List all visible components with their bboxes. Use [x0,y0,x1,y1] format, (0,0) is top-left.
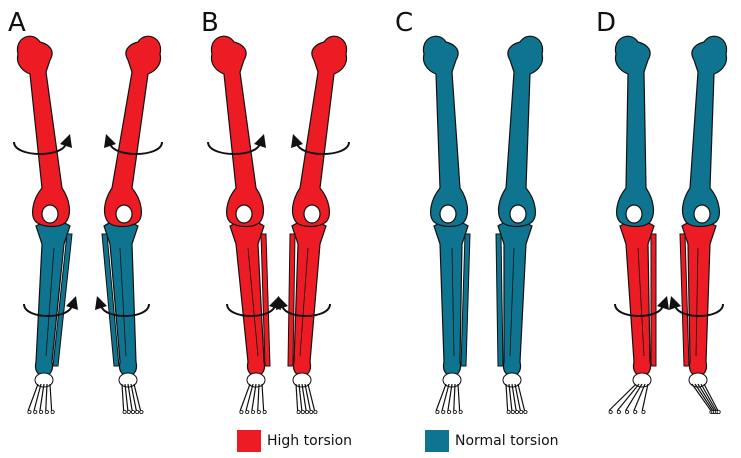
panel-b-right-tibia [292,222,326,377]
high-torsion-label: High torsion [267,433,352,449]
panel-a-left-femur [17,36,69,226]
panel-a-left-foot-icon [28,373,55,414]
panel-c-right-femur [499,36,543,226]
panel-d-left-femur [615,36,653,226]
panel-b-left-femur-patella [236,205,252,223]
panel-d-right-femur-patella [694,205,710,223]
panel-d-right-foot-icon [689,373,721,414]
panel-b-left-tibia [230,222,265,377]
panel-a-right-femur [105,36,161,226]
panel-d-left-tibia [620,222,654,377]
panel-c-right-tibia-fibula [496,234,503,366]
panel-c-left-femur-patella [440,205,456,223]
panel-label-b: B [201,10,219,36]
panel-b-right-foot-icon [293,373,317,414]
panel-d-right-femur [683,36,727,226]
legend-normal-torsion: Normal torsion [425,430,559,452]
panel-a-right-foot-icon [119,373,143,414]
panel-label-c: C [395,10,413,36]
panel-c-left-foot-icon [436,373,463,414]
legend-high-torsion: High torsion [237,430,352,452]
panel-b-left-femur [211,36,263,226]
panel-label-d: D [596,10,616,36]
panel-d-left-femur-patella [626,205,642,223]
normal-torsion-label: Normal torsion [455,433,559,449]
panel-d-left-tibia-fibula [651,234,656,366]
high-torsion-swatch [237,430,261,452]
panel-label-a: A [8,10,26,36]
panel-d-left-foot-icon [609,373,651,414]
panel-c-right-femur-patella [510,205,526,223]
panel-b-right-femur [293,36,347,226]
panel-a-right-femur-patella [116,205,132,223]
panel-b-left-foot-icon [240,373,267,414]
panel-a-left-femur-patella [42,205,58,223]
normal-torsion-swatch [425,430,449,452]
panel-c-left-femur [423,36,467,226]
panel-b-right-femur-patella [304,205,320,223]
panel-c-right-foot-icon [503,373,527,414]
